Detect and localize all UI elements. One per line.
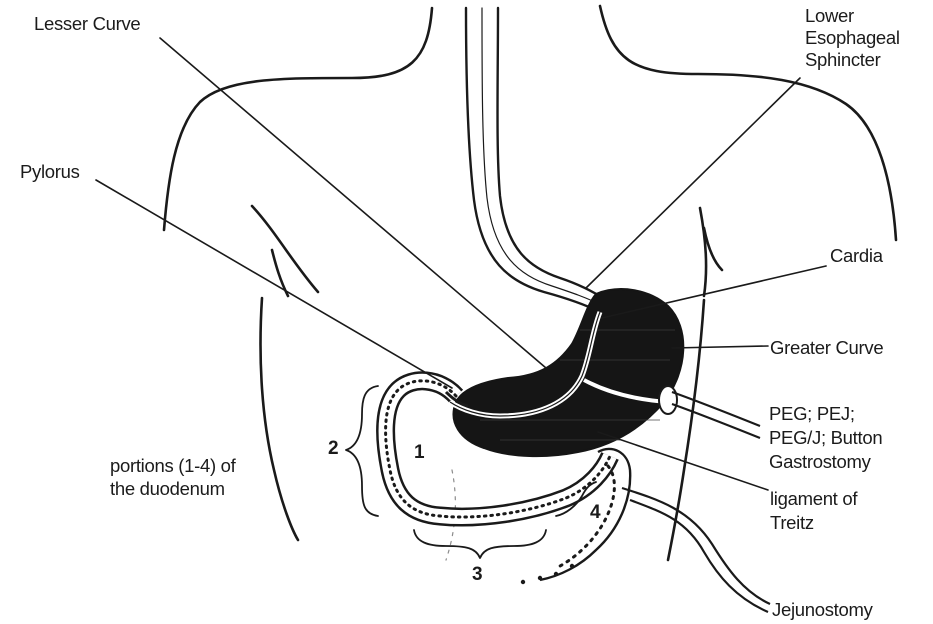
portion-number-1: 1	[414, 442, 425, 463]
label-ligament-of-treitz: ligament of Treitz	[770, 488, 862, 533]
leader-lower-esophageal-sphincter	[586, 78, 800, 288]
jejunum	[521, 449, 770, 612]
label-duodenum-portions: portions (1-4) of the duodenum	[110, 455, 240, 499]
leader-pylorus	[96, 180, 452, 388]
labels: Lesser Curve Lower Esophageal Sphincter …	[20, 5, 905, 620]
label-pylorus: Pylorus	[20, 161, 80, 182]
stomach	[450, 289, 760, 456]
label-greater-curve: Greater Curve	[770, 337, 883, 358]
portion-number-3: 3	[472, 564, 483, 585]
label-lower-esophageal-sphincter: Lower Esophageal Sphincter	[805, 5, 905, 70]
portion-number-4: 4	[590, 502, 601, 523]
esophagus	[466, 8, 606, 312]
label-lesser-curve: Lesser Curve	[34, 13, 140, 34]
label-cardia: Cardia	[830, 245, 884, 266]
label-jejunostomy: Jejunostomy	[772, 599, 874, 620]
portion-number-2: 2	[328, 438, 339, 459]
label-peg: PEG; PEJ; PEG/J; Button Gastrostomy	[769, 403, 887, 472]
leader-greater-curve	[672, 346, 768, 348]
